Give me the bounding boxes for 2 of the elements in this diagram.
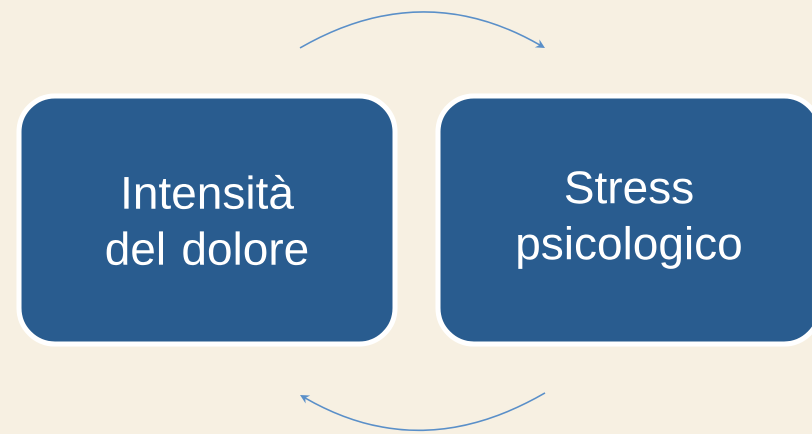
process-box: Intensità del dolore: [16, 94, 398, 346]
process-box: Stress psicologico: [436, 94, 812, 346]
